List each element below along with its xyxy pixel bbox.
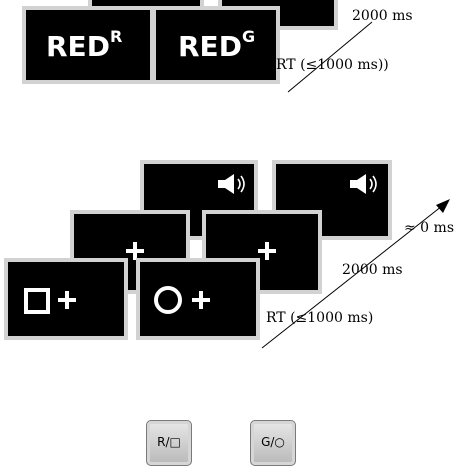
speaker-icon: [218, 174, 245, 194]
time-axis-arrowhead: [436, 199, 450, 213]
stimulus-screen-red-r: REDR: [22, 6, 154, 84]
square-icon: [24, 288, 50, 314]
speaker-icon: [350, 174, 377, 194]
stimulus-word-red-g: REDG: [178, 26, 256, 63]
shape-screen-square: [4, 258, 128, 340]
fixation-cross-icon: [258, 242, 276, 260]
auditory-screen-right: [272, 160, 392, 240]
response-key-label: G/○: [261, 435, 285, 449]
fixation-cross-icon: [58, 291, 76, 309]
top-interval-label: 2000 ms: [352, 8, 413, 24]
stimulus-screen-red-g: REDG: [152, 6, 280, 84]
bottom-rt-label: RT (≤1000 ms): [266, 310, 374, 326]
response-key-red-square: R/□: [146, 420, 192, 466]
response-key-label: R/□: [157, 435, 181, 449]
circle-icon: [154, 286, 182, 314]
response-key-green-circle: G/○: [250, 420, 296, 466]
fixation-cross-icon: [126, 242, 144, 260]
bottom-time-axis: [261, 205, 443, 349]
top-rt-label: RT (≤1000 ms)): [276, 57, 389, 73]
stimulus-word-red-r: REDR: [46, 26, 123, 63]
bottom-interval-label: 2000 ms: [342, 262, 403, 278]
bottom-interval-top-label: ≈ 0 ms: [404, 220, 454, 236]
fixation-cross-icon: [192, 291, 210, 309]
shape-screen-circle: [136, 258, 260, 340]
top-time-axis: [287, 21, 373, 93]
